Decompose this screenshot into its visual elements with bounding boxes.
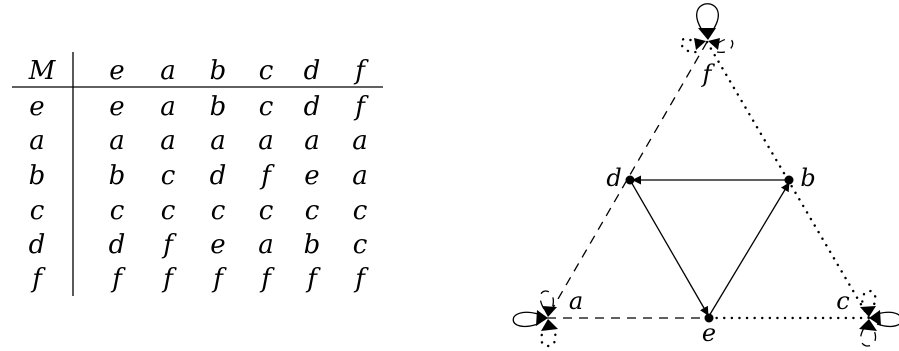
table-cell: f bbox=[110, 264, 126, 294]
table-cell: b bbox=[109, 161, 126, 191]
table-cell: a bbox=[352, 161, 368, 191]
arrowheads-f bbox=[694, 28, 720, 50]
table-cell: c bbox=[259, 196, 274, 226]
arrow-d-to-e bbox=[629, 179, 709, 316]
node-d bbox=[625, 175, 635, 185]
table-cell: a bbox=[210, 126, 226, 156]
table-cell: e bbox=[210, 230, 225, 260]
table-cell: d bbox=[304, 92, 321, 122]
table-cell: a bbox=[352, 126, 368, 156]
table-cell: c bbox=[110, 196, 125, 226]
node-label-c: c bbox=[836, 287, 849, 315]
table-cell: a bbox=[304, 126, 320, 156]
table-cell: a bbox=[258, 230, 274, 260]
node-label-e: e bbox=[702, 319, 716, 347]
table-column-header: c bbox=[259, 56, 274, 86]
table-corner-label: M bbox=[28, 56, 57, 86]
table-cell: c bbox=[353, 230, 368, 260]
table-row-label: c bbox=[30, 196, 45, 226]
loop-f-solid bbox=[696, 3, 719, 31]
arrowheads-c bbox=[859, 306, 881, 331]
arrowheads-a bbox=[536, 306, 558, 331]
table-column-header: f bbox=[353, 56, 369, 86]
table-column-header: b bbox=[210, 56, 227, 86]
table-cell: b bbox=[304, 230, 321, 260]
loop-a-solid bbox=[512, 311, 539, 327]
table-cell: c bbox=[305, 196, 320, 226]
arrow-e-to-b bbox=[708, 182, 790, 317]
table-cell: f bbox=[353, 264, 369, 294]
loop-a-dashed bbox=[539, 290, 554, 310]
table-column-header: a bbox=[160, 56, 176, 86]
node-b bbox=[784, 175, 794, 185]
table-cell: c bbox=[259, 92, 274, 122]
operation-table: M e a b c d f e e a b c d f a a a a a a … bbox=[12, 52, 383, 296]
table-cell: f bbox=[211, 264, 227, 294]
loop-c-solid bbox=[876, 311, 899, 327]
table-cell: f bbox=[305, 264, 321, 294]
table-cell: c bbox=[161, 196, 176, 226]
loop-c-dotted bbox=[861, 289, 877, 311]
table-column-header: d bbox=[304, 56, 321, 86]
table-cell: a bbox=[109, 126, 125, 156]
table-cell: e bbox=[304, 161, 319, 191]
table-cell: e bbox=[109, 92, 124, 122]
table-cell: f bbox=[161, 264, 177, 294]
loop-a-dotted bbox=[540, 326, 557, 348]
node-label-d: d bbox=[606, 164, 621, 192]
node-label-f: f bbox=[701, 60, 716, 88]
table-cell: c bbox=[161, 161, 176, 191]
table-cell: a bbox=[258, 126, 274, 156]
table-row-label: b bbox=[29, 161, 46, 191]
table-cell: f bbox=[259, 264, 275, 294]
table-row-label: e bbox=[29, 92, 44, 122]
table-cell: c bbox=[211, 196, 226, 226]
table-cell: b bbox=[210, 92, 227, 122]
table-cell: f bbox=[259, 161, 275, 191]
table-cell: d bbox=[210, 161, 227, 191]
node-label-a: a bbox=[569, 287, 583, 315]
table-column-header: e bbox=[109, 56, 124, 86]
edge-f-a bbox=[546, 41, 708, 319]
table-cell: c bbox=[353, 196, 368, 226]
table-cell: f bbox=[161, 230, 177, 260]
cayley-graph: f d b a e c bbox=[512, 3, 899, 348]
table-cell: a bbox=[160, 126, 176, 156]
loop-f-dashed bbox=[716, 38, 734, 53]
table-cell: a bbox=[160, 92, 176, 122]
table-cell: f bbox=[353, 92, 369, 122]
table-row-label: f bbox=[30, 264, 46, 294]
table-row-label: d bbox=[29, 230, 46, 260]
table-cell: d bbox=[109, 230, 126, 260]
table-row-label: a bbox=[29, 126, 45, 156]
node-e bbox=[704, 313, 714, 323]
node-label-b: b bbox=[800, 164, 815, 192]
loop-c-dashed bbox=[860, 327, 876, 347]
